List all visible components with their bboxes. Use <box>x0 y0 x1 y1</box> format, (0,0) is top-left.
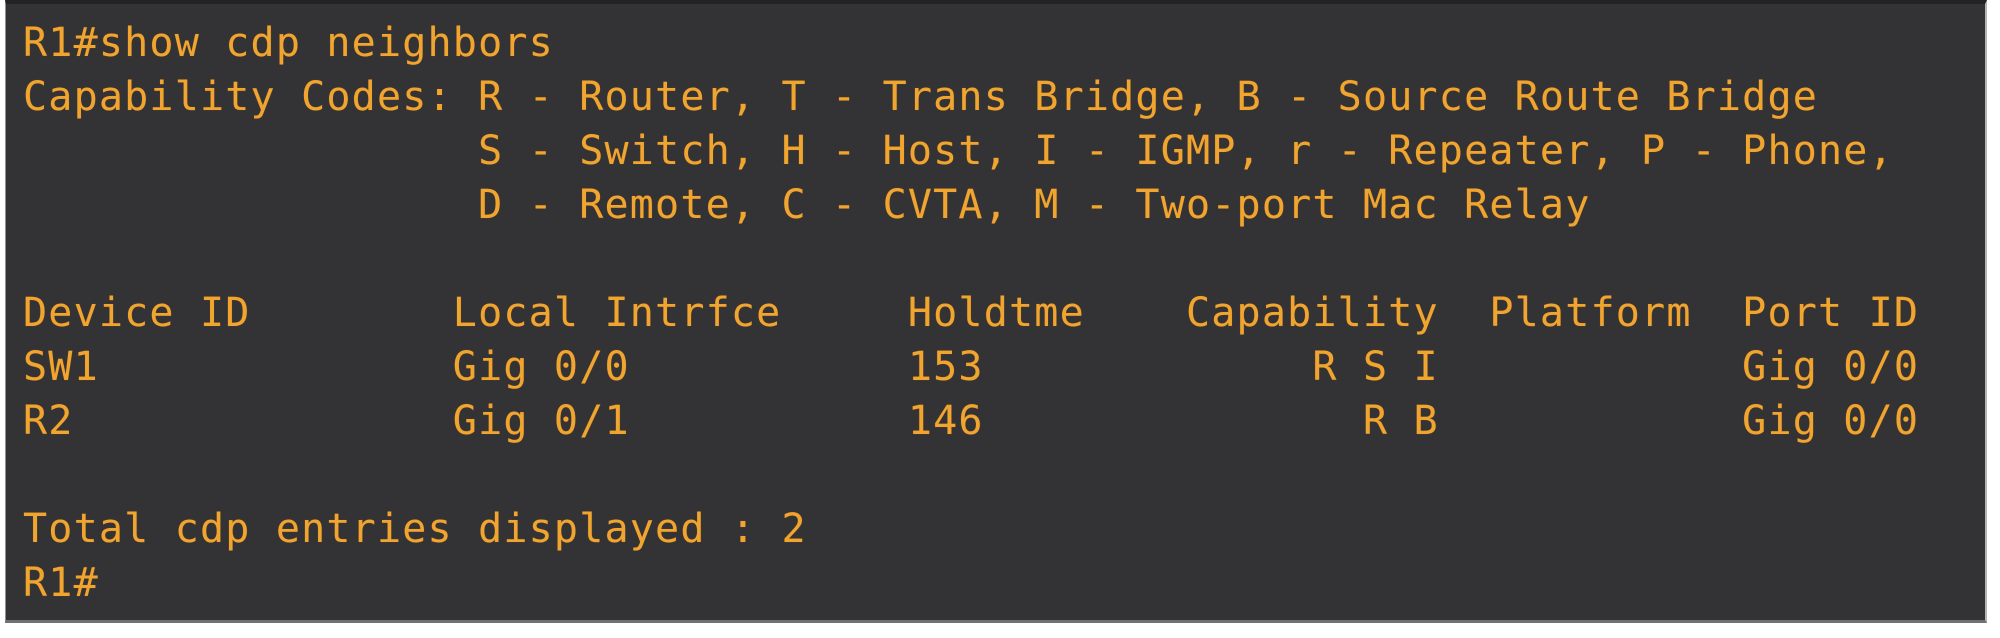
capability-codes-line-2: S - Switch, H - Host, I - IGMP, r - Repe… <box>23 128 1894 174</box>
total-entries-line: Total cdp entries displayed : 2 <box>23 506 807 552</box>
capability-codes-line-1: Capability Codes: R - Router, T - Trans … <box>23 74 1819 120</box>
cdp-table-row: R2 Gig 0/1 146 R B Gig 0/0 <box>23 398 1920 444</box>
cli-prompt[interactable]: R1# <box>23 560 99 606</box>
blank-line <box>23 448 1985 502</box>
cdp-table-header: Device ID Local Intrfce Holdtme Capabili… <box>23 290 1920 336</box>
blank-line <box>23 232 1985 286</box>
command-line: R1#show cdp neighbors <box>23 20 554 66</box>
terminal-window[interactable]: R1#show cdp neighbors Capability Codes: … <box>5 0 1987 623</box>
capability-codes-line-3: D - Remote, C - CVTA, M - Two-port Mac R… <box>23 182 1591 228</box>
cdp-table-row: SW1 Gig 0/0 153 R S I Gig 0/0 <box>23 344 1920 390</box>
